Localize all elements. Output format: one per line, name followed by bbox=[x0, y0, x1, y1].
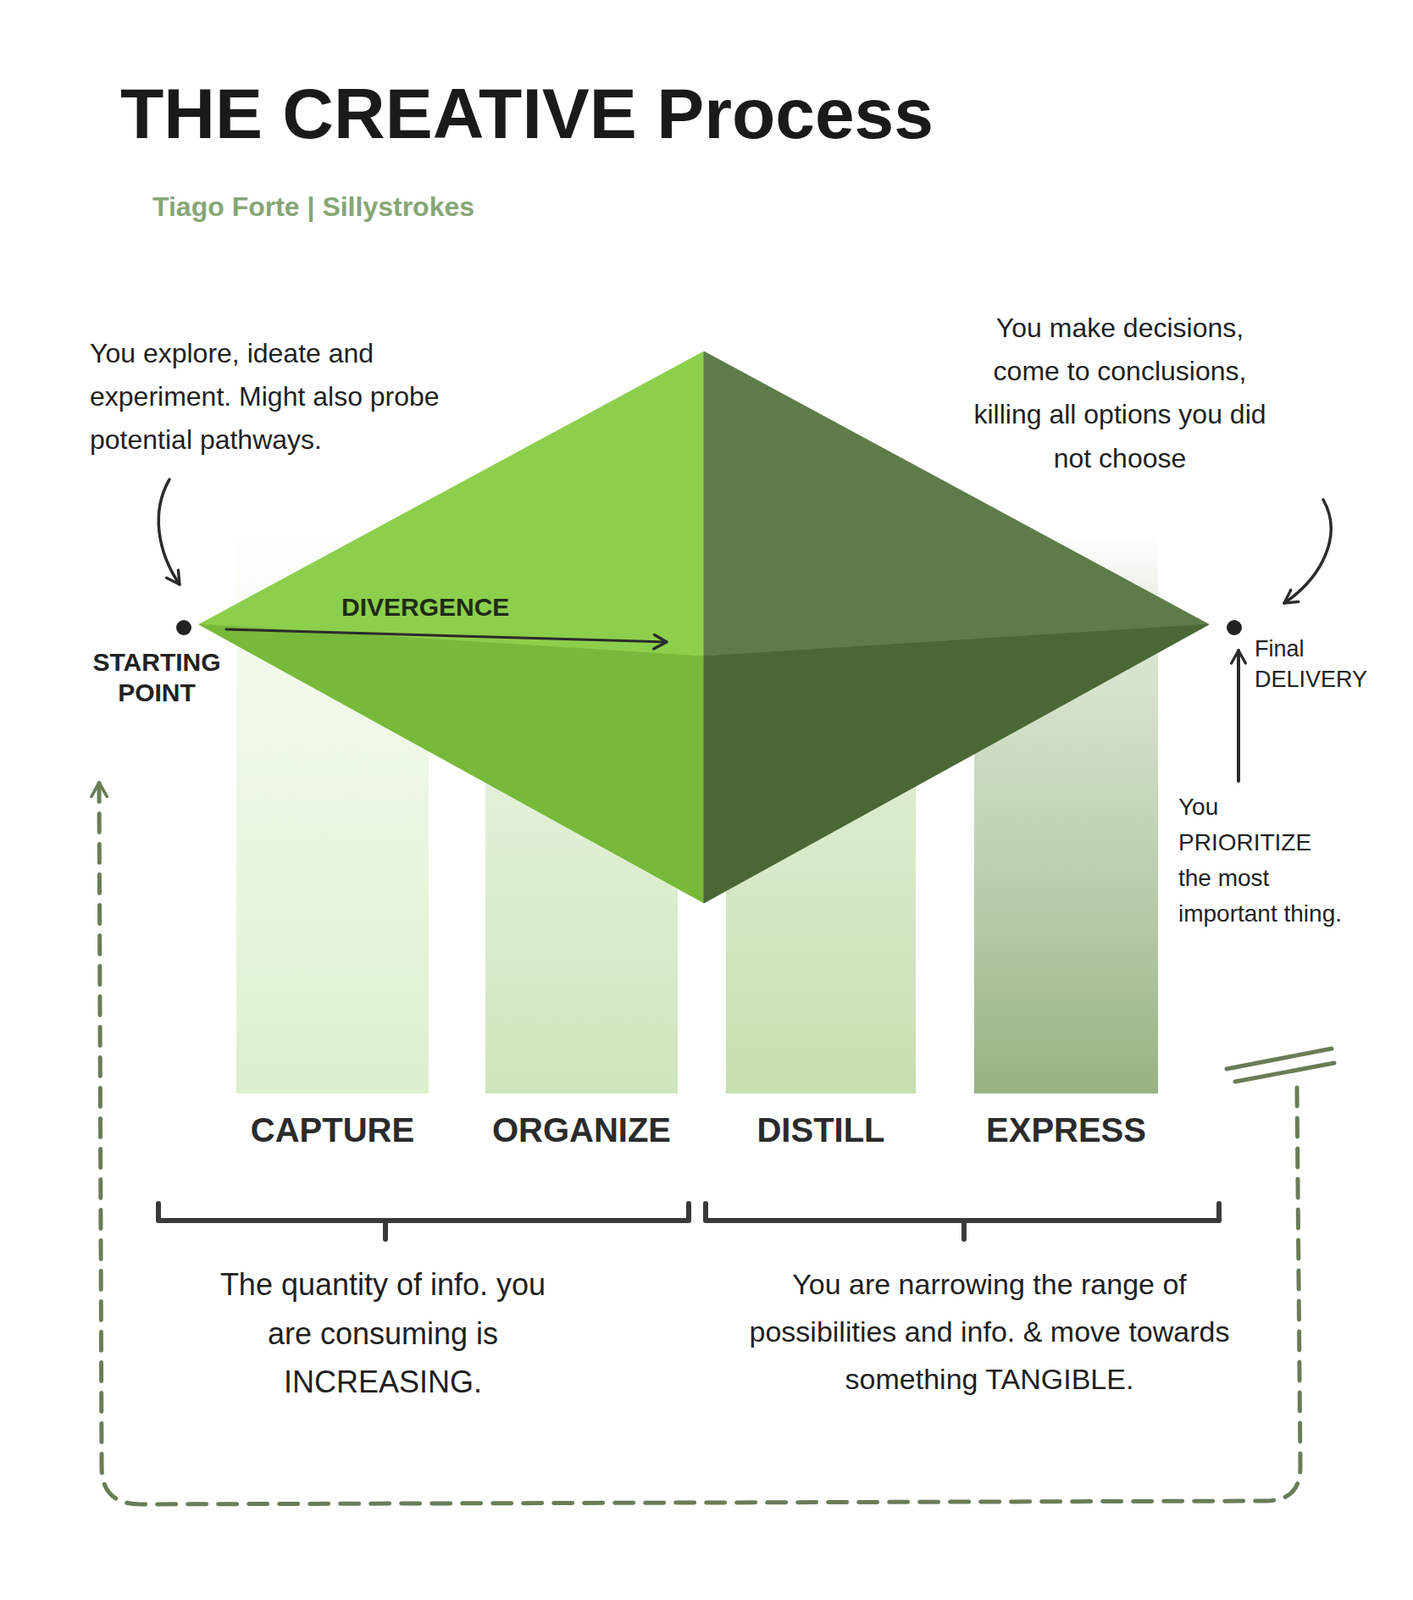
label-box: Tiago Forte | Sillystrokes bbox=[152, 189, 695, 226]
divergence-diamond: DIVERGENCE bbox=[199, 351, 1209, 904]
callout-arrow bbox=[1284, 499, 1331, 604]
diamond-face bbox=[703, 351, 1209, 657]
delivery-point: Final DELIVERY bbox=[1219, 615, 1394, 709]
phase-bar-fill bbox=[725, 533, 916, 1094]
divergence-arrow bbox=[226, 629, 667, 643]
label-box: You are narrowing the range of possibili… bbox=[739, 1260, 1240, 1403]
diamond-label: DIVERGENCE bbox=[341, 594, 596, 621]
phase-bar-fill bbox=[236, 533, 429, 1094]
label-box: The quantity of info. you are consuming … bbox=[213, 1260, 553, 1408]
label-box: You explore, ideate and experiment. Migh… bbox=[89, 332, 463, 463]
bracket bbox=[705, 1203, 1220, 1240]
phase-label: EXPRESS bbox=[940, 1109, 1192, 1151]
delivery-point-shape bbox=[1219, 615, 1394, 639]
bracket bbox=[158, 1203, 689, 1240]
phase-bar-fill bbox=[485, 533, 678, 1094]
point-label: Final DELIVERY bbox=[1254, 633, 1394, 696]
start-point-shape bbox=[74, 615, 239, 639]
phase-note: You are narrowing the range of possibili… bbox=[739, 1260, 1240, 1403]
phase-label: DISTILL bbox=[692, 1109, 950, 1151]
point-label: STARTING POINT bbox=[74, 647, 239, 709]
phase-label: ORGANIZE bbox=[451, 1109, 712, 1151]
point-dot bbox=[176, 620, 192, 636]
label-box: You make decisions, come to conclusions,… bbox=[963, 306, 1277, 481]
callout-note: You explore, ideate and experiment. Migh… bbox=[89, 332, 463, 463]
callout-arrow bbox=[158, 479, 180, 585]
title: THE CREATIVE Process bbox=[120, 71, 934, 157]
callout-note: You make decisions, come to conclusions,… bbox=[963, 306, 1277, 481]
callout-note: You PRIORITIZE the most important thing. bbox=[1178, 789, 1348, 932]
point-dot bbox=[1226, 620, 1242, 636]
phase-label: CAPTURE bbox=[202, 1109, 463, 1151]
diamond-face bbox=[199, 351, 704, 657]
callout-arrow bbox=[1236, 650, 1241, 782]
divergence-diamond-shape bbox=[199, 351, 1209, 904]
title-box: THE CREATIVE Process bbox=[120, 71, 934, 157]
phase-bar-fill bbox=[974, 533, 1159, 1094]
phase-note: The quantity of info. you are consuming … bbox=[213, 1260, 553, 1408]
attribution: Tiago Forte | Sillystrokes bbox=[152, 189, 695, 226]
loop-mark bbox=[1226, 1048, 1335, 1082]
label-box: You PRIORITIZE the most important thing. bbox=[1178, 789, 1348, 932]
start-point: STARTING POINT bbox=[74, 615, 239, 717]
